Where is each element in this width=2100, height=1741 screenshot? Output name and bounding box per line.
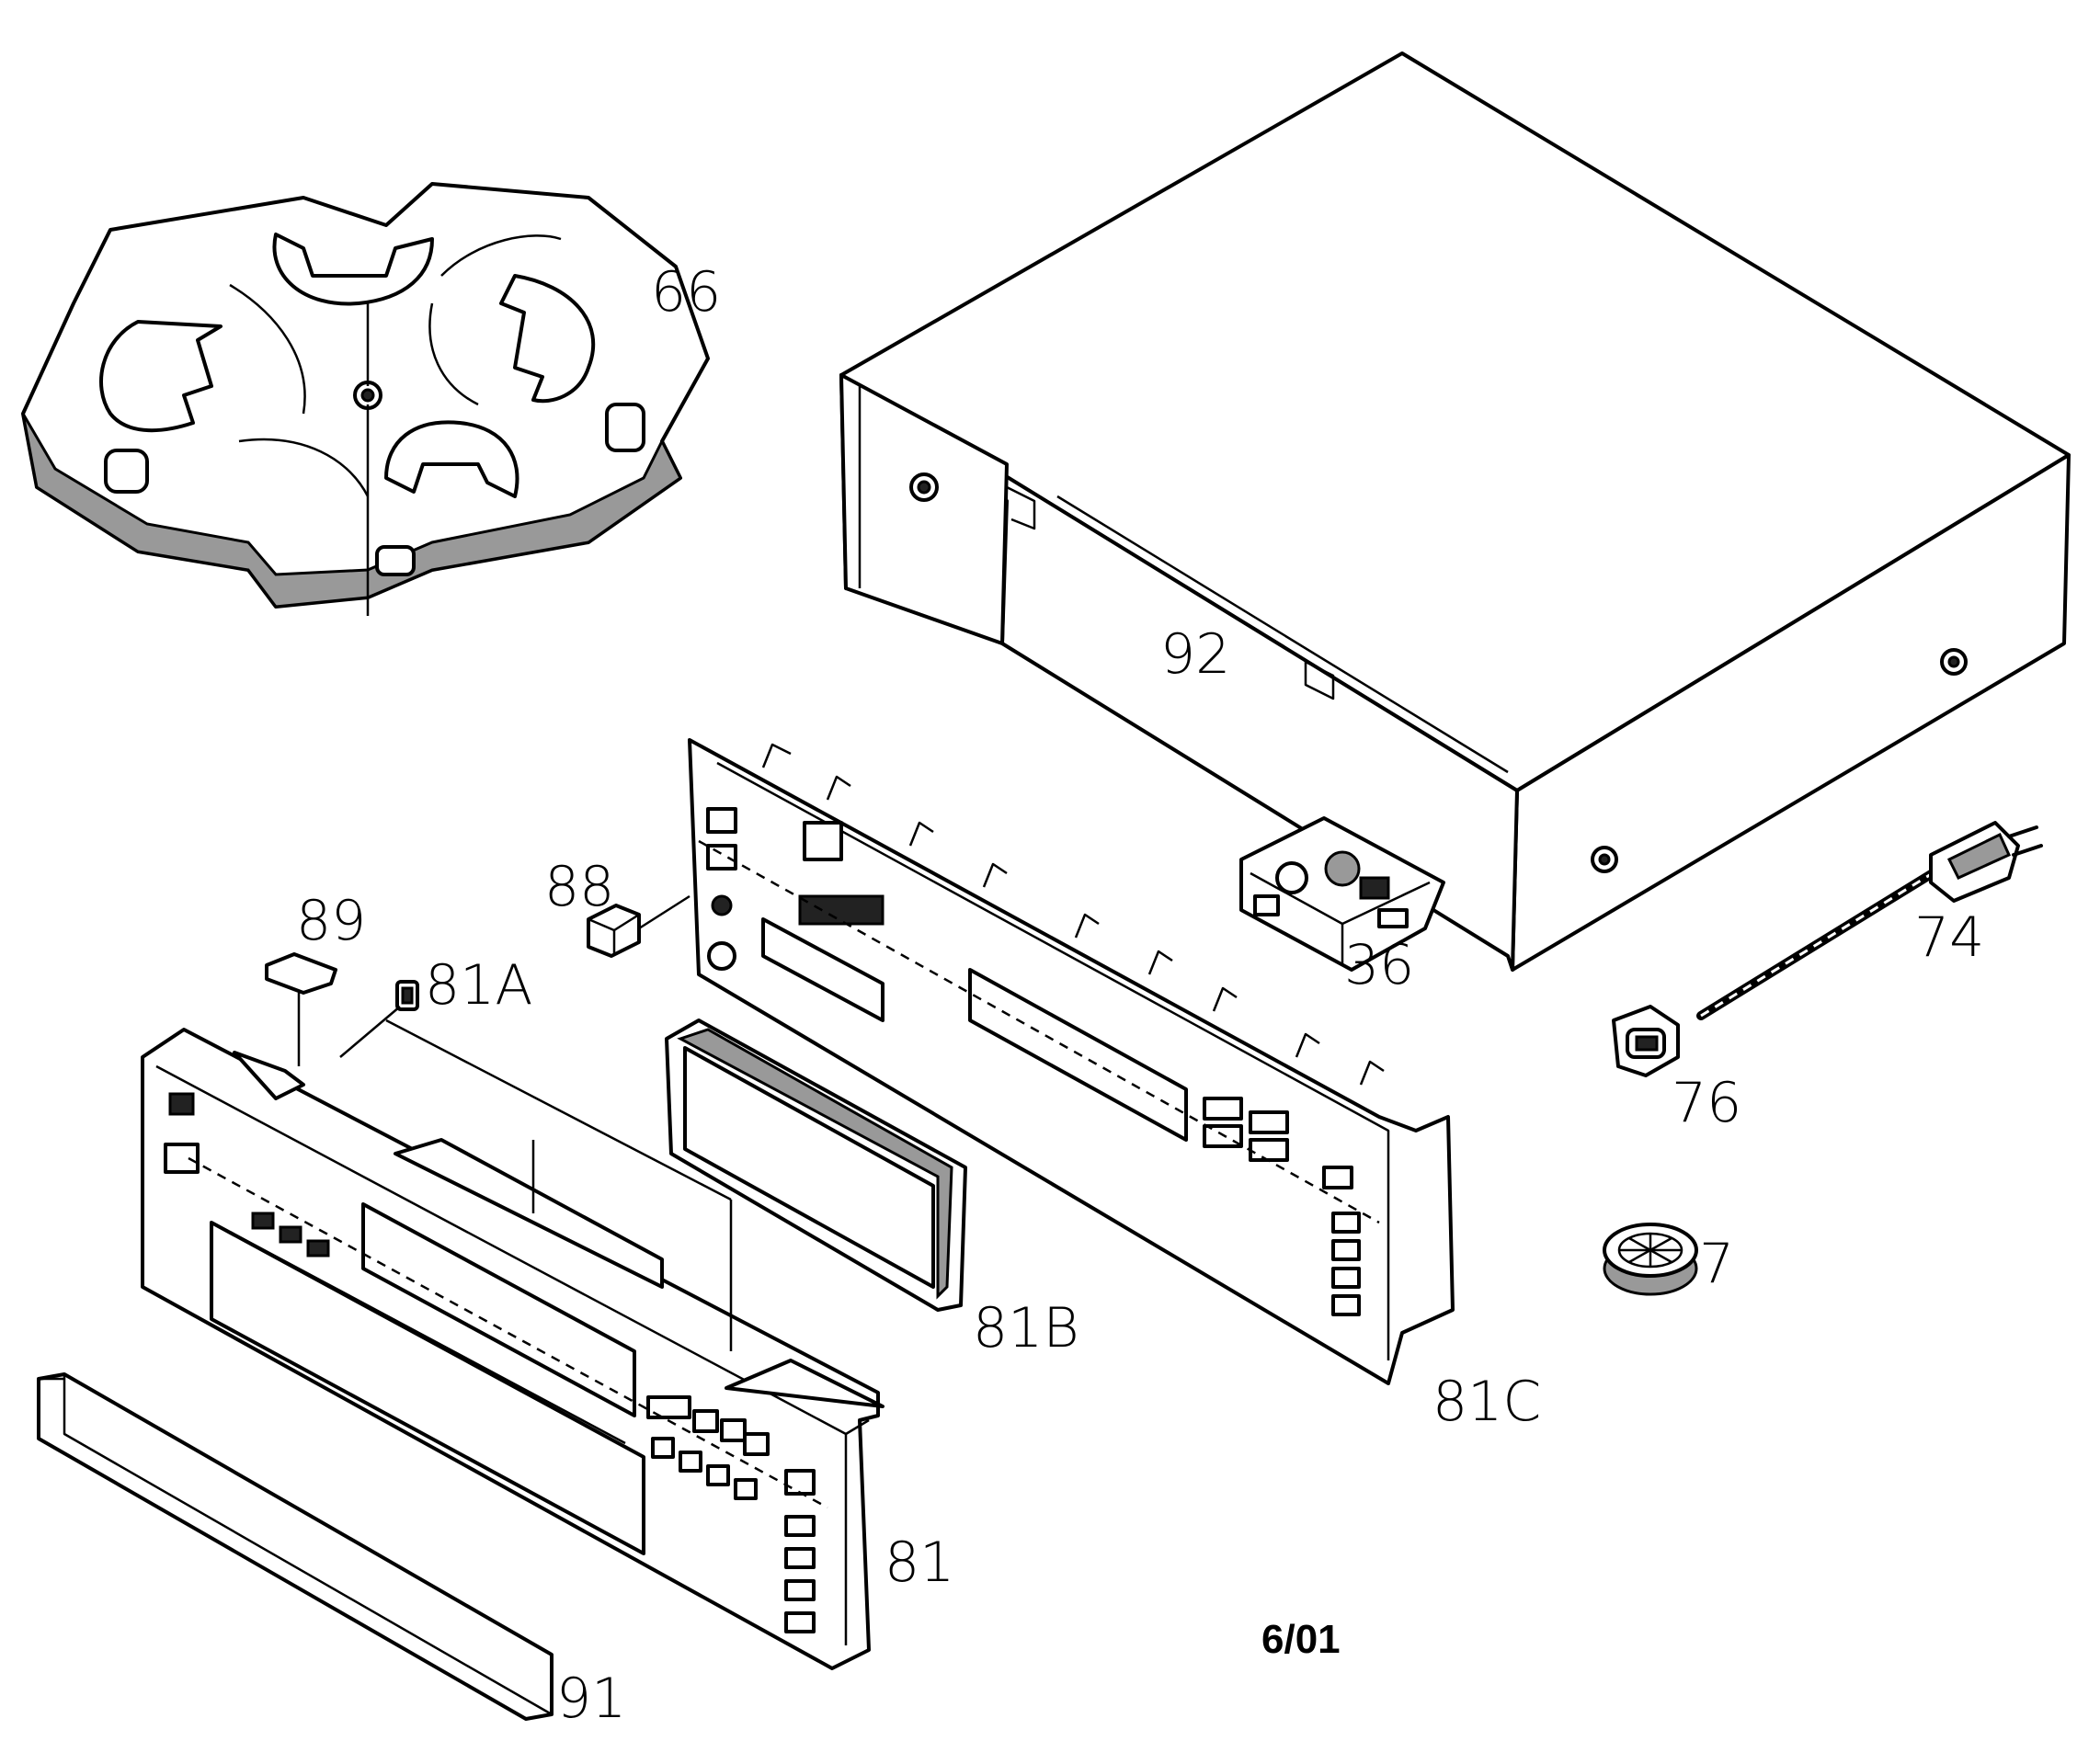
callout-81a: 81A [425, 953, 532, 1018]
callout-7: 7 [1699, 1232, 1734, 1296]
part-81-front-panel [141, 1018, 885, 1670]
callout-36: 36 [1344, 933, 1414, 997]
callout-66: 66 [651, 260, 721, 324]
callout-92: 92 [1160, 622, 1230, 687]
callout-81b: 81B [973, 1296, 1079, 1360]
part-36-mechanism [1239, 816, 1445, 972]
part-88-button [587, 894, 690, 958]
part-76-strain-relief [1612, 1005, 1680, 1077]
part-81a-button [339, 980, 419, 1058]
callout-81c: 81C [1432, 1370, 1541, 1434]
part-89-button [265, 952, 337, 1066]
callout-88: 88 [544, 855, 614, 919]
callout-89: 89 [296, 889, 366, 953]
callout-76: 76 [1672, 1071, 1741, 1135]
part-92-cover [839, 51, 2071, 972]
callout-74: 74 [1914, 905, 1984, 970]
callout-81: 81 [885, 1530, 954, 1595]
date-code: 6/01 [1261, 1617, 1341, 1662]
part-81c-front-chassis [688, 738, 1455, 1385]
part-66-turntable [21, 182, 710, 616]
part-81b-window [665, 1018, 967, 1312]
part-74-power-cord [1696, 821, 2043, 1020]
part-91-strip [37, 1372, 554, 1721]
part-7-foot [1603, 1223, 1698, 1296]
callout-91: 91 [556, 1667, 626, 1731]
